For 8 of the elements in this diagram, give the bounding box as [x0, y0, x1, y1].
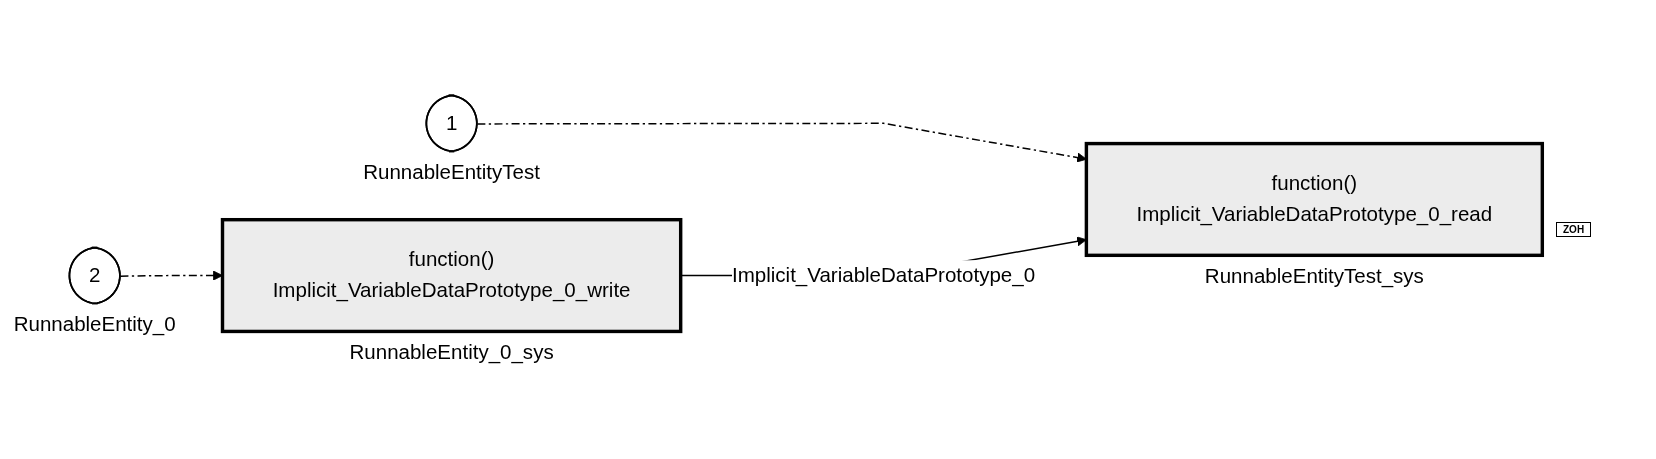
sample-time-tag: ZOH	[1556, 222, 1592, 237]
block-name-label: RunnableEntity_0	[13, 311, 176, 335]
edge-label: Implicit_VariableDataPrototype_0	[731, 263, 1036, 287]
node-box: function() Implicit_VariableDataPrototype_0_write	[220, 218, 683, 334]
block-name-label: RunnableEntityTest	[363, 159, 540, 183]
node-box: function() Implicit_VariableDataPrototype_0_read	[1084, 141, 1545, 258]
block-name-label: RunnableEntityTest_sys	[1204, 263, 1424, 287]
block-name-label: RunnableEntity_0_sys	[349, 339, 554, 363]
